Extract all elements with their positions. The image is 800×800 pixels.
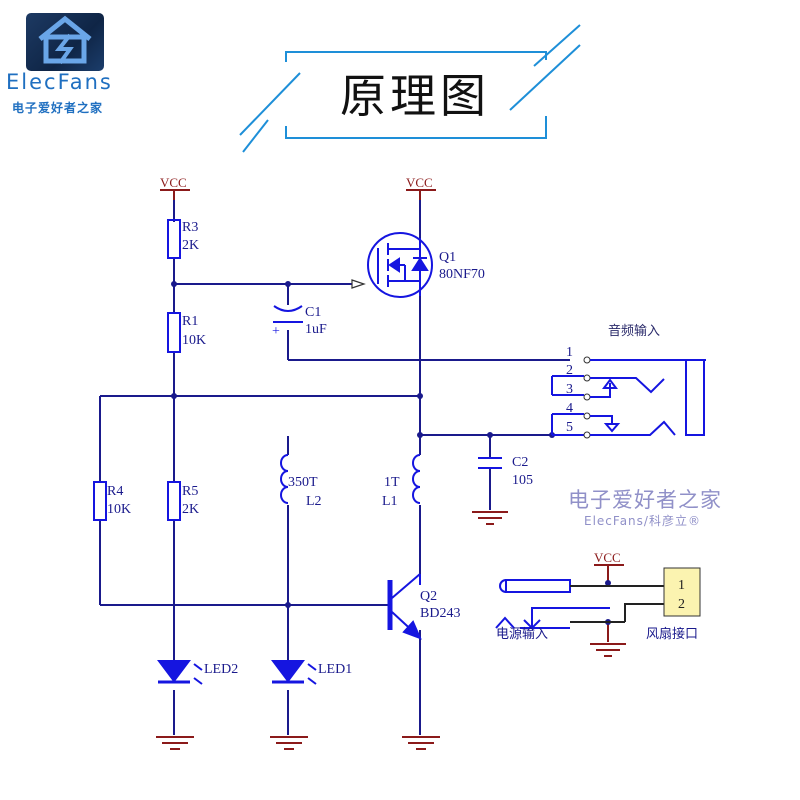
- mosfet-q1: [367, 232, 433, 298]
- r4-value: 10K: [107, 502, 132, 517]
- vcc-label: VCC: [406, 175, 433, 190]
- audio-pin-1: 1: [566, 345, 573, 360]
- vcc-label: VCC: [160, 175, 187, 190]
- q2-ref: Q2: [420, 589, 438, 604]
- c2-value: 105: [512, 473, 533, 488]
- capacitor-c2: [478, 457, 502, 469]
- fan-pin-2: 2: [678, 597, 685, 612]
- audio-pin-4: 4: [566, 401, 573, 416]
- ground-icon: [472, 511, 508, 525]
- c1-ref: C1: [305, 305, 322, 320]
- resistor-r5: [167, 481, 181, 521]
- l1-ref: L1: [382, 494, 398, 509]
- watermark-title: 电子爱好者之家: [568, 488, 722, 512]
- vcc-label: VCC: [594, 550, 621, 565]
- resistor-r4: [93, 481, 107, 521]
- fan-pin-1: 1: [678, 578, 685, 593]
- audio-pin-2: 2: [566, 363, 573, 378]
- inductor-l1: [412, 454, 421, 504]
- resistors: [93, 219, 181, 521]
- c1-value: 1uF: [305, 322, 327, 337]
- power-input-label: 电源输入: [496, 627, 549, 642]
- ground-symbols: [156, 511, 626, 750]
- audio-pin-5: 5: [566, 420, 573, 435]
- q1-ref: Q1: [439, 250, 457, 265]
- r3-value: 2K: [182, 238, 200, 253]
- fan-connector-label: 风扇接口: [646, 627, 699, 642]
- q1-value: 80NF70: [439, 267, 485, 282]
- ground-icon: [156, 736, 194, 750]
- c1-polarity: +: [272, 324, 280, 339]
- led1-label: LED1: [318, 662, 353, 677]
- title-frame: [239, 24, 581, 153]
- logo-brand: ElecFans: [6, 70, 113, 94]
- resistor-r1: [167, 312, 181, 353]
- l2-ref: L2: [306, 494, 322, 509]
- wires: [99, 200, 572, 735]
- r5-ref: R5: [182, 484, 199, 499]
- led-1: [271, 660, 317, 685]
- resistor-r3: [167, 219, 181, 259]
- audio-pin-3: 3: [566, 382, 573, 397]
- watermark-subtitle: ElecFans/科彦立®: [584, 514, 701, 528]
- page-title: 原理图: [340, 69, 490, 123]
- r4-ref: R4: [107, 484, 124, 499]
- audio-input-label: 音频输入: [608, 324, 661, 339]
- led-2: [157, 660, 203, 685]
- audio-jack: [551, 356, 706, 439]
- r1-value: 10K: [182, 333, 207, 348]
- ground-icon: [590, 622, 626, 657]
- power-wires: [570, 585, 664, 623]
- r3-ref: R3: [182, 220, 199, 235]
- l2-turns: 350T: [288, 475, 318, 490]
- fan-connector: [663, 567, 701, 617]
- transistor-q2: [387, 573, 422, 640]
- gate-arrow-icon: [351, 279, 366, 289]
- ground-icon: [402, 736, 440, 750]
- l1-turns: 1T: [384, 475, 400, 490]
- q2-value: BD243: [420, 606, 461, 621]
- inductor-l2: [280, 454, 289, 504]
- r1-ref: R1: [182, 314, 199, 329]
- capacitor-c1: [273, 305, 303, 323]
- elecfans-logo: [26, 13, 104, 71]
- junctions: [171, 281, 611, 625]
- power-jack: [495, 579, 610, 630]
- r5-value: 2K: [182, 502, 200, 517]
- house-bolt-icon: [38, 15, 92, 65]
- c2-ref: C2: [512, 455, 529, 470]
- ground-icon: [270, 736, 308, 750]
- led2-label: LED2: [204, 662, 239, 677]
- logo-tagline: 电子爱好者之家: [12, 101, 104, 115]
